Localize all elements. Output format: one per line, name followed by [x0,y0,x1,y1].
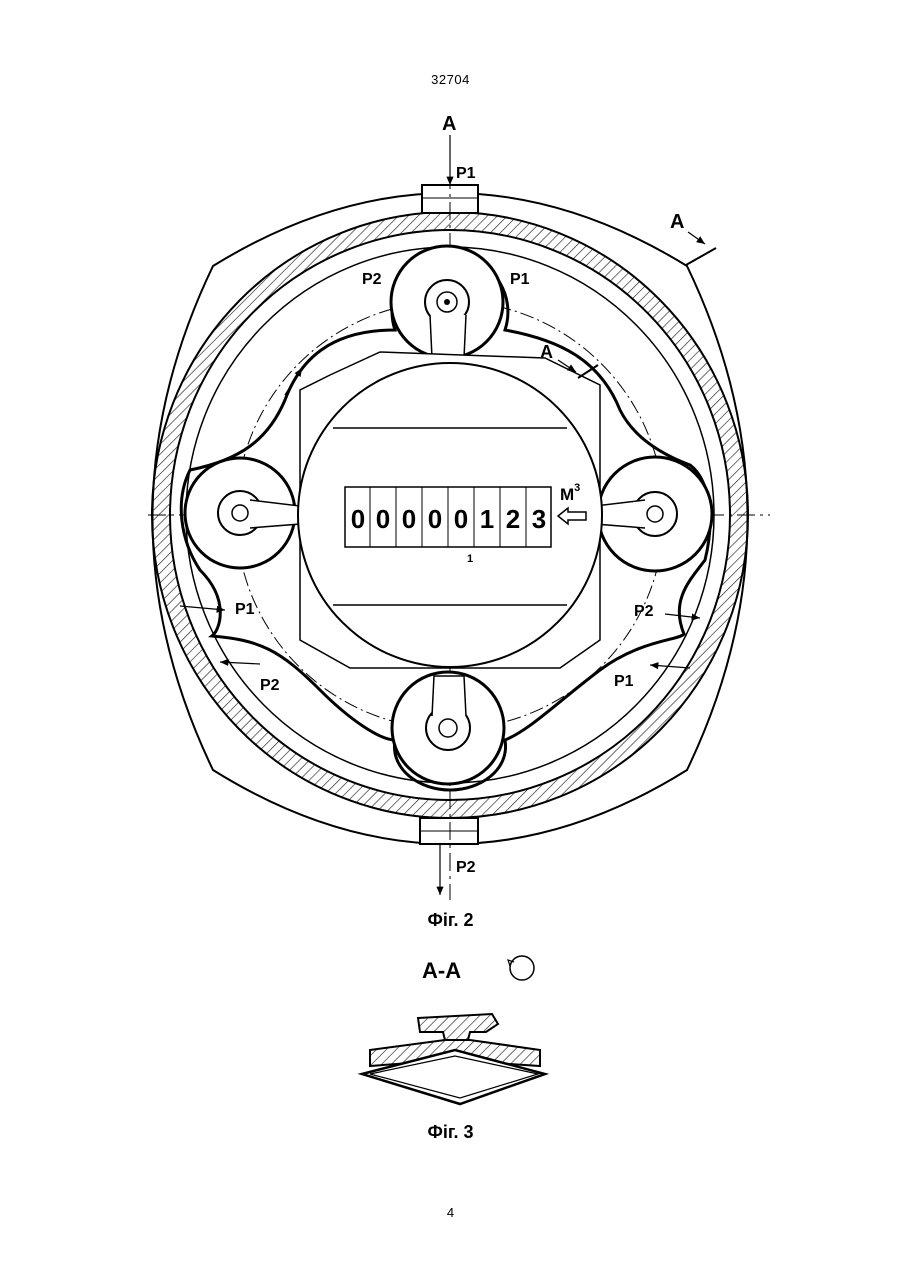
p2-label: P2 [456,859,476,876]
counter-digit: 0 [376,504,390,534]
p1-label: P1 [614,673,634,690]
figure-3-caption: Фіг. 3 [0,1122,901,1143]
counter-window: 0 0 0 0 0 1 2 3 [345,487,551,547]
counter-pointer-mark: 1 [467,553,473,565]
section-marker-right: A [670,211,684,233]
figure-2-caption: Фіг. 2 [0,910,901,931]
roller-right [595,457,712,571]
counter-digit: 0 [454,504,468,534]
p1-label: P1 [456,165,476,182]
section-marker-inner: A [540,342,553,362]
counter-digit: 0 [428,504,442,534]
counter-digit: 1 [480,504,494,534]
roller-bottom [392,672,504,784]
counter-digit: 3 [532,504,546,534]
roller-left [185,458,300,568]
counter-digit: 0 [351,504,365,534]
p2-label: P2 [362,271,382,288]
counter-digit: 2 [506,504,520,534]
p2-label: P2 [634,603,654,620]
section-marker-top: A [442,113,456,135]
page-number: 4 [0,1205,901,1220]
counter-digit: 0 [402,504,416,534]
p1-label: P1 [510,271,530,288]
p2-label: P2 [260,677,280,694]
p1-label: P1 [235,601,255,618]
roller-top [391,246,503,358]
